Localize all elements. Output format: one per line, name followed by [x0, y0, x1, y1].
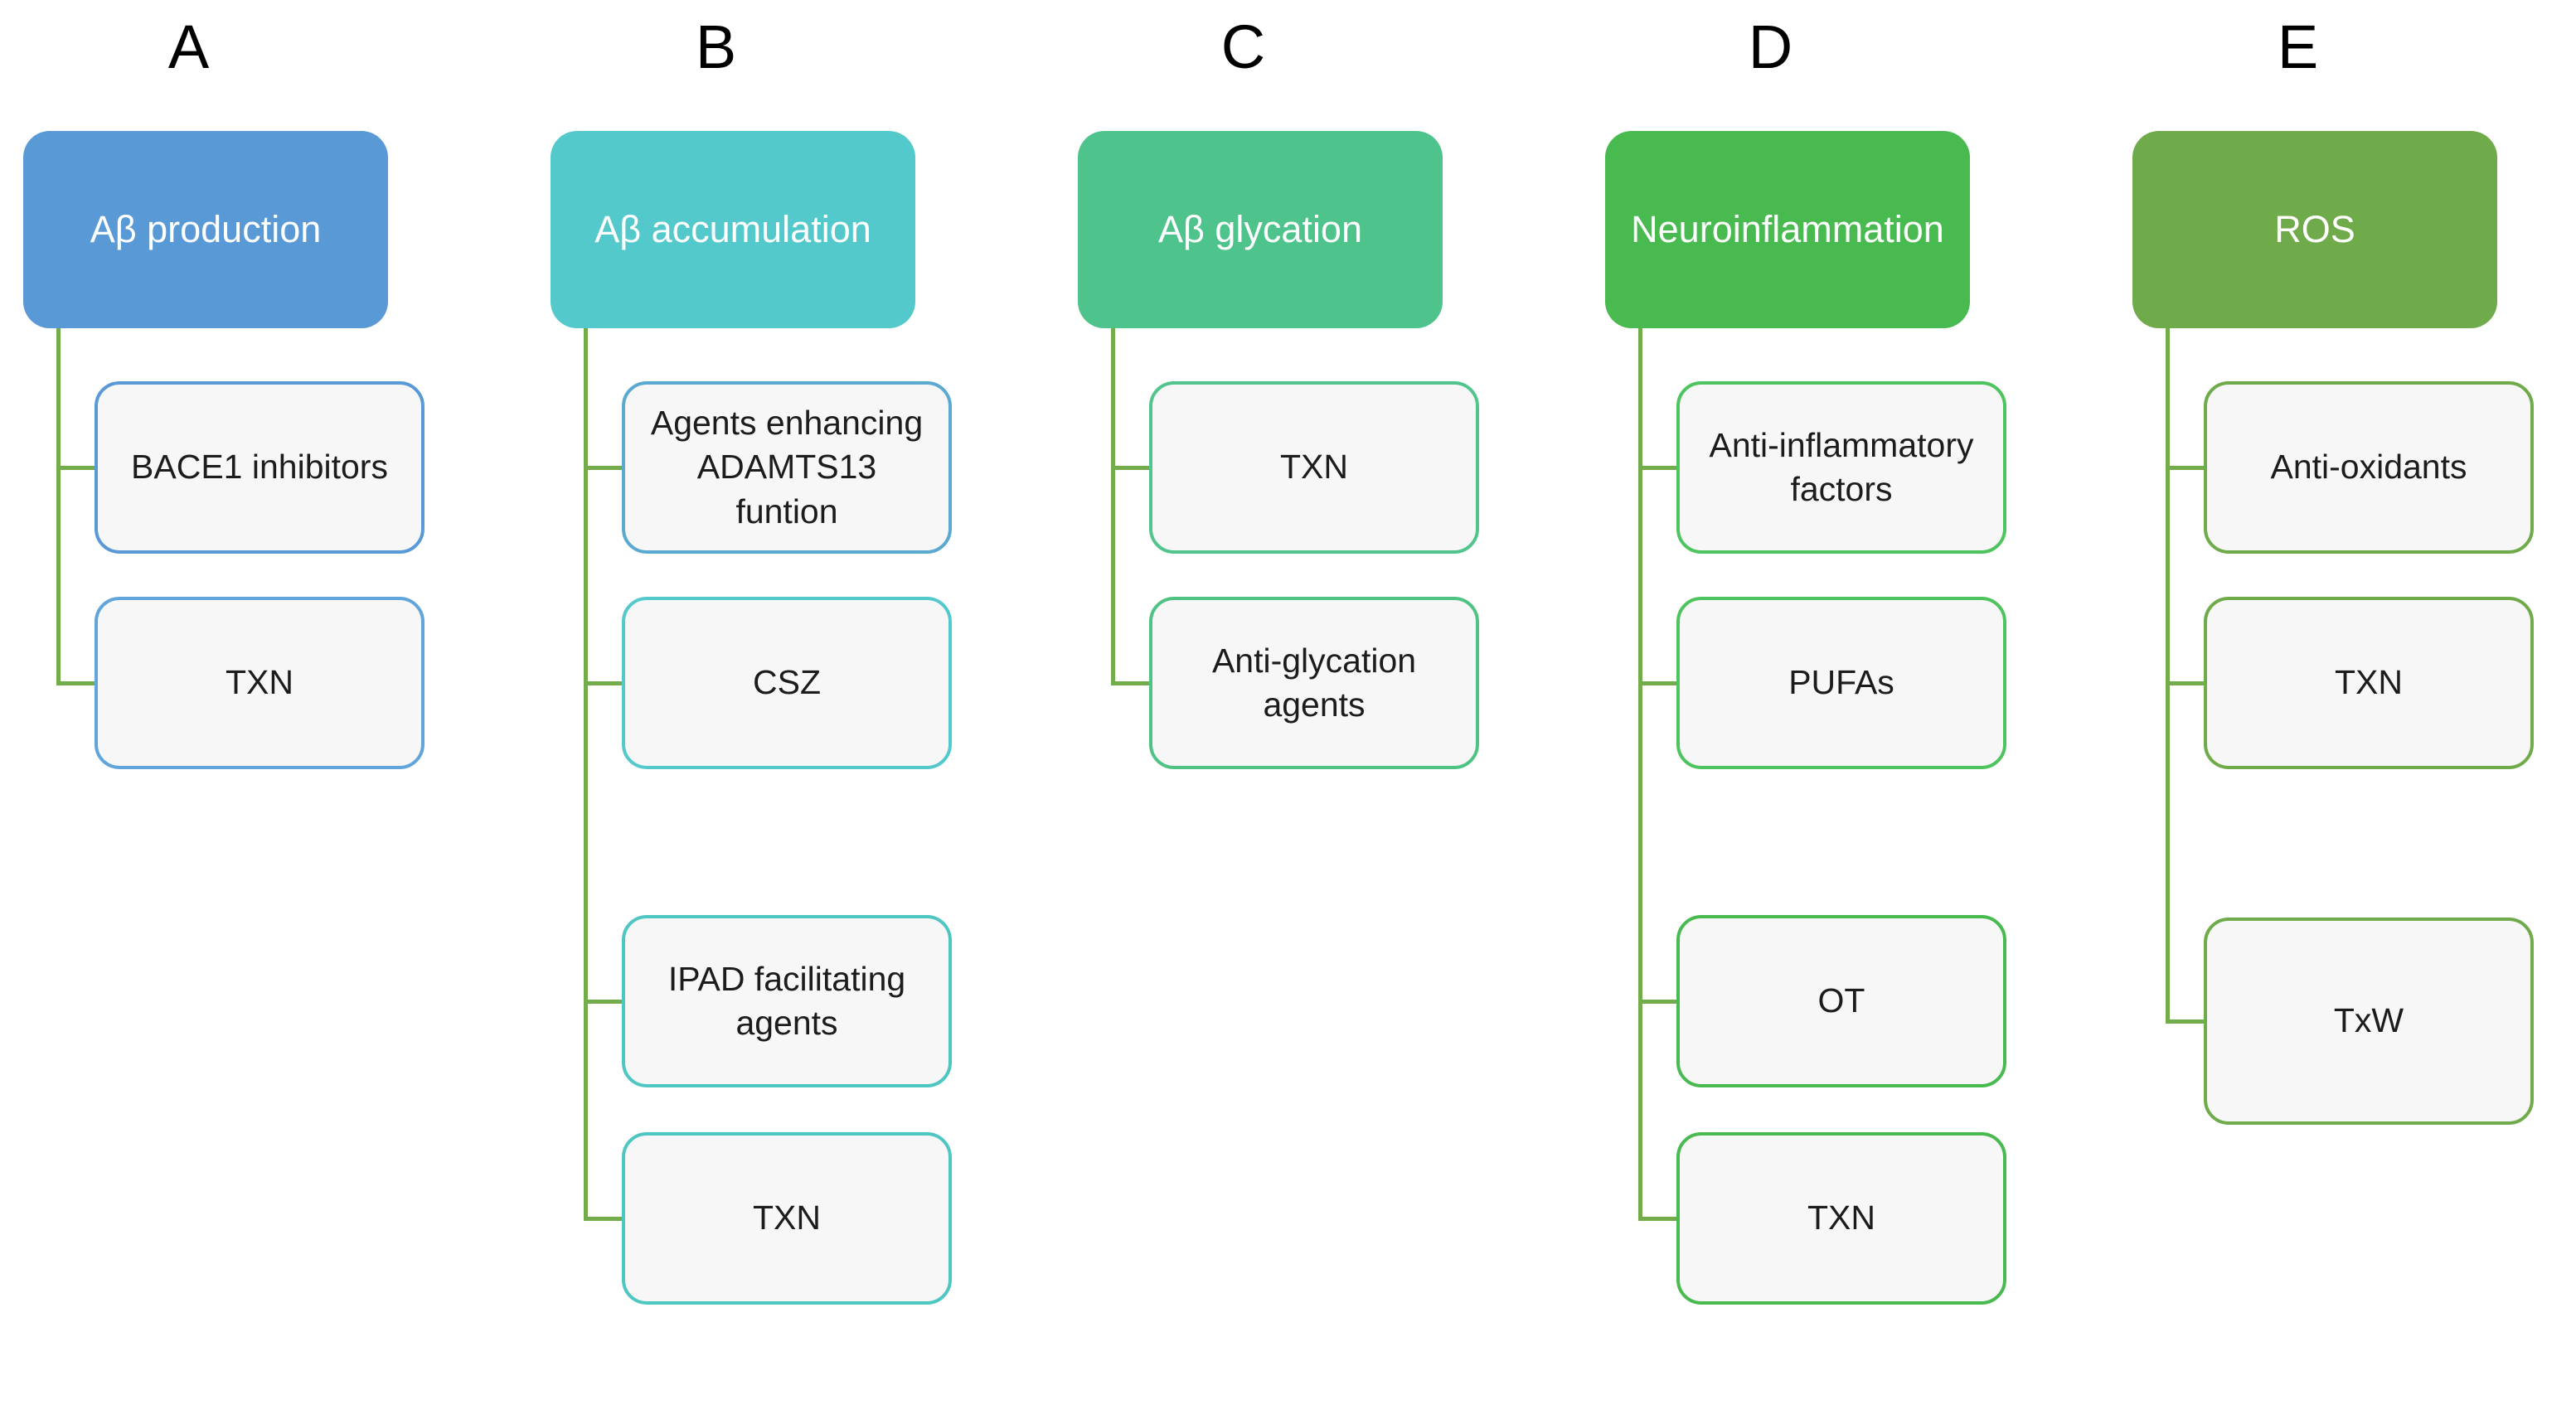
column-letter-label: C [1220, 12, 1267, 81]
connector-trunk-line [1638, 328, 1642, 1221]
treatment-child-box: TXN [1149, 381, 1479, 554]
connector-trunk-line [1111, 328, 1115, 685]
column-letter-label: A [167, 12, 211, 81]
connector-branch-line [56, 465, 99, 470]
connector-branch-line [584, 1216, 627, 1221]
treatment-child-box: TXN [95, 597, 424, 769]
treatment-child-box: BACE1 inhibitors [95, 381, 424, 554]
column-letter-label: B [695, 12, 738, 81]
treatment-child-box: TXN [2204, 597, 2534, 769]
treatment-child-box: IPAD facilitating agents [622, 915, 952, 1087]
connector-branch-line [1638, 680, 1681, 685]
connector-trunk-line [56, 328, 61, 685]
pathway-header-box: ROS [2132, 131, 2497, 328]
connector-branch-line [2166, 1019, 2209, 1024]
connector-branch-line [1638, 465, 1681, 470]
connector-trunk-line [2166, 328, 2170, 1024]
column-letter-label: D [1748, 12, 1794, 81]
connector-trunk-line [584, 328, 588, 1221]
connector-branch-line [1638, 999, 1681, 1004]
pathway-header-box: Aβ production [23, 131, 388, 328]
connector-branch-line [56, 680, 99, 685]
pathway-header-box: Aβ glycation [1078, 131, 1443, 328]
treatment-child-box: CSZ [622, 597, 952, 769]
connector-branch-line [584, 999, 627, 1004]
connector-branch-line [584, 680, 627, 685]
connector-branch-line [1111, 680, 1154, 685]
treatment-child-box: TXN [1676, 1132, 2006, 1305]
treatment-child-box: Agents enhancing ADAMTS13 funtion [622, 381, 952, 554]
treatment-child-box: Anti-oxidants [2204, 381, 2534, 554]
treatment-child-box: TxW [2204, 918, 2534, 1125]
connector-branch-line [1111, 465, 1154, 470]
connector-branch-line [584, 465, 627, 470]
pathway-header-box: Aβ accumulation [551, 131, 915, 328]
treatment-child-box: Anti-inflammatory factors [1676, 381, 2006, 554]
treatment-child-box: Anti-glycation agents [1149, 597, 1479, 769]
pathway-header-box: Neuroinflammation [1605, 131, 1970, 328]
connector-branch-line [1638, 1216, 1681, 1221]
column-letter-label: E [2277, 12, 2320, 81]
treatment-child-box: TXN [622, 1132, 952, 1305]
connector-branch-line [2166, 680, 2209, 685]
connector-branch-line [2166, 465, 2209, 470]
treatment-child-box: PUFAs [1676, 597, 2006, 769]
treatment-child-box: OT [1676, 915, 2006, 1087]
